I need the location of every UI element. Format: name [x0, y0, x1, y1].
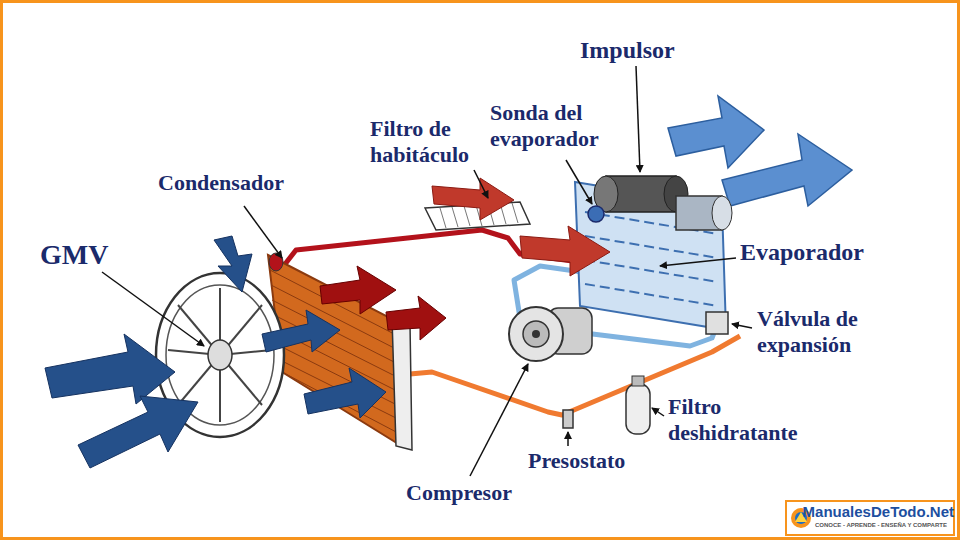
part-label: Compresor	[406, 480, 512, 506]
air-arrow	[722, 134, 852, 206]
receiver-drier	[626, 376, 650, 434]
air-arrow	[668, 96, 764, 168]
air-arrow	[262, 310, 340, 352]
watermark-box	[786, 501, 954, 535]
part-label: Presostato	[528, 448, 625, 474]
part-label: Condensador	[158, 170, 284, 196]
watermark-tagline: CONOCE - APRENDE - ENSEÑA Y COMPARTE	[815, 522, 947, 529]
part-label: Impulsor	[580, 36, 675, 65]
part-label: GMV	[40, 238, 108, 272]
pressure-switch	[563, 410, 573, 428]
air-arrow	[45, 334, 175, 404]
watermark: ManualesDeTodo.Net	[803, 503, 954, 521]
blower	[594, 176, 732, 230]
evaporator-probe	[588, 206, 604, 222]
air-arrow	[432, 178, 514, 220]
condenser	[268, 255, 400, 445]
air-arrow	[78, 396, 198, 468]
air-arrow	[386, 296, 446, 340]
condenser-tank	[392, 318, 412, 450]
part-label: Evaporador	[740, 238, 864, 267]
expansion-valve	[706, 312, 728, 334]
air-arrow	[214, 236, 252, 292]
compressor	[509, 307, 592, 361]
part-label: Filtro deshidratante	[668, 394, 820, 447]
air-arrow	[304, 368, 386, 418]
leader-line	[102, 66, 752, 476]
air-arrow	[320, 266, 396, 314]
part-label: Válvula de expansión	[757, 306, 885, 359]
air-arrow	[520, 226, 610, 276]
part-label: Filtro de habitáculo	[370, 116, 492, 169]
part-label: Sonda del evaporador	[490, 100, 622, 153]
